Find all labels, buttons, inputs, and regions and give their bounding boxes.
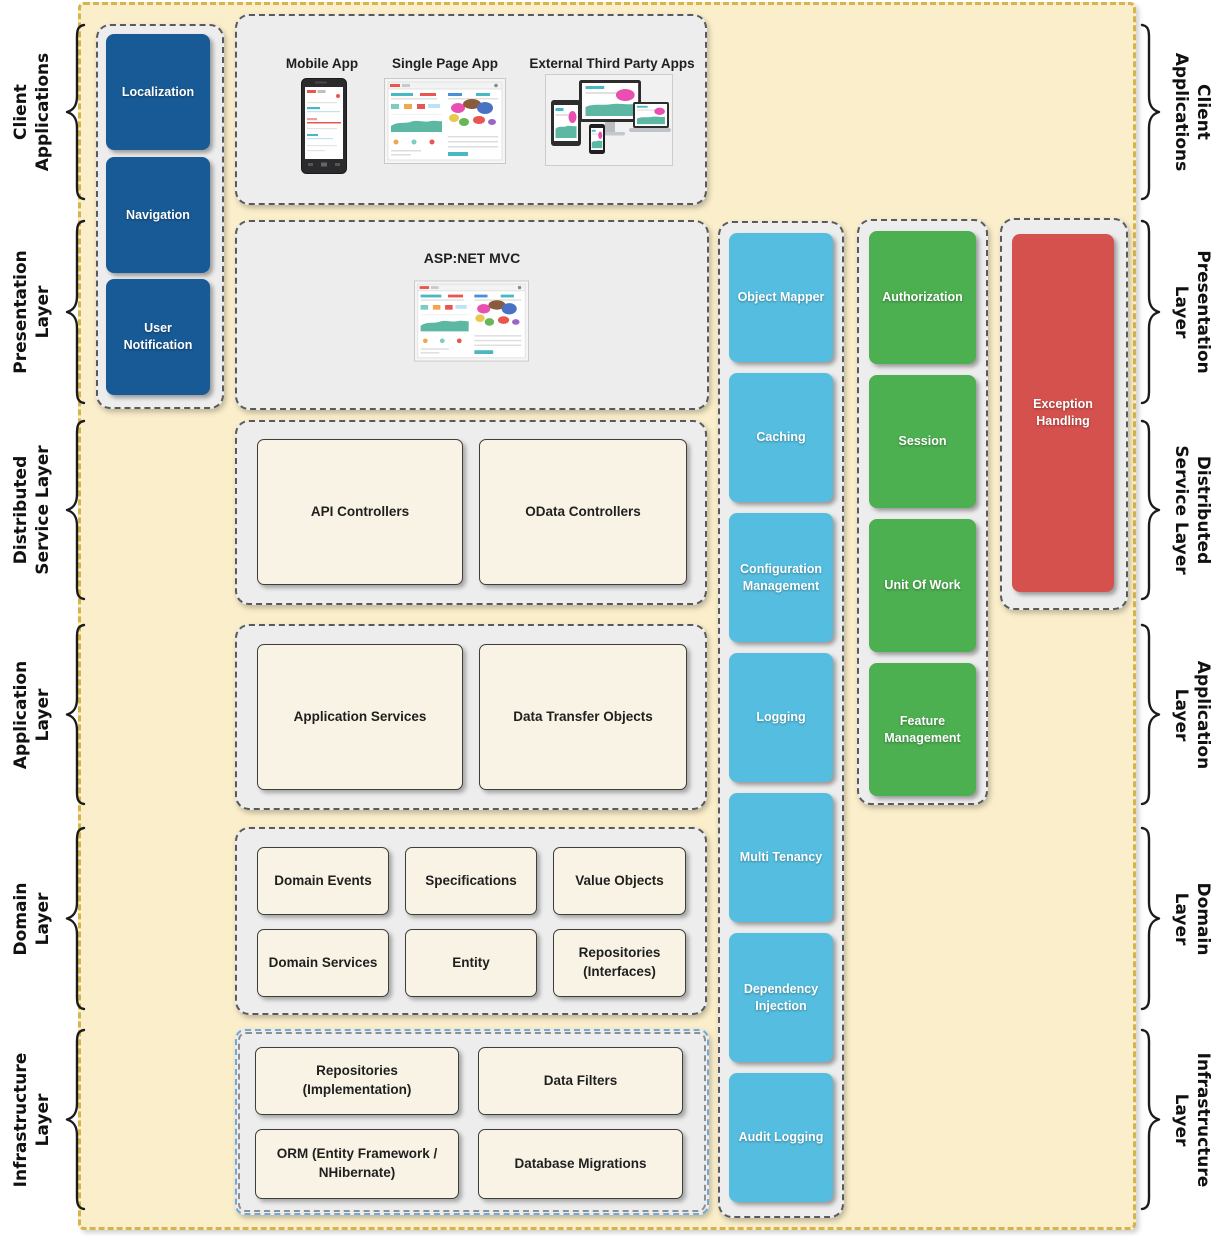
brace-left-application [62,622,88,807]
external-third-party-apps-label: External Third Party Apps [529,56,695,71]
panel-presentation-helpers: Localization Navigation User Notificatio… [96,24,224,409]
box-odata-controllers: OData Controllers [479,439,687,585]
box-dependency-injection: Dependency Injection [729,933,833,1062]
panel-client-applications: Mobile App Single Page App External Thir… [235,14,707,205]
panel-distributed-service: API Controllers OData Controllers [235,420,707,605]
box-authorization: Authorization [869,231,976,364]
box-data-filters: Data Filters [478,1047,683,1115]
panel-domain-layer: Domain Events Specifications Value Objec… [235,827,707,1015]
single-page-app-screenshot [384,78,506,164]
box-navigation: Navigation [106,157,210,273]
box-unit-of-work: Unit Of Work [869,519,976,652]
brace-right-presentation [1138,218,1164,406]
brace-right-infrastructure [1138,1027,1164,1212]
panel-exception-handling: Exception Handling [1000,218,1128,610]
brace-right-distributed-service [1138,418,1164,602]
brace-left-domain [62,825,88,1012]
aspnet-mvc-screenshot [414,280,529,362]
aspnet-mvc-title: ASP:NET MVC [423,250,521,266]
mobile-app-screenshot [301,78,347,174]
brace-right-domain [1138,825,1164,1012]
box-repositories-implementation: Repositories (Implementation) [255,1047,459,1115]
brace-left-infrastructure [62,1027,88,1212]
brace-left-distributed-service [62,418,88,602]
box-orm: ORM (Entity Framework / NHibernate) [255,1129,459,1199]
box-value-objects: Value Objects [553,847,686,915]
box-database-migrations: Database Migrations [478,1129,683,1199]
box-multi-tenancy: Multi Tenancy [729,793,833,922]
box-repositories-interfaces: Repositories (Interfaces) [553,929,686,997]
panel-presentation-mvc: ASP:NET MVC [235,220,709,410]
brace-left-client-applications [62,22,88,202]
box-localization: Localization [106,34,210,150]
box-logging: Logging [729,653,833,782]
external-apps-screenshot [545,74,673,166]
brace-right-application [1138,622,1164,807]
box-configuration-management: Configuration Management [729,513,833,642]
box-exception-handling: Exception Handling [1012,234,1114,592]
box-data-transfer-objects: Data Transfer Objects [479,644,687,790]
box-session: Session [869,375,976,508]
box-user-notification: User Notification [106,279,210,395]
box-domain-events: Domain Events [257,847,389,915]
box-application-services: Application Services [257,644,463,790]
panel-cross-cutting: Object Mapper Caching Configuration Mana… [718,221,844,1218]
box-domain-services: Domain Services [257,929,389,997]
brace-left-presentation [62,218,88,406]
box-caching: Caching [729,373,833,502]
box-object-mapper: Object Mapper [729,233,833,362]
brace-right-client-applications [1138,22,1164,202]
single-page-app-label: Single Page App [391,56,499,71]
box-audit-logging: Audit Logging [729,1073,833,1202]
box-entity: Entity [405,929,537,997]
panel-infrastructure-layer: Repositories (Implementation) Data Filte… [235,1029,709,1215]
box-specifications: Specifications [405,847,537,915]
panel-framework-aspects: Authorization Session Unit Of Work Featu… [857,219,988,805]
box-api-controllers: API Controllers [257,439,463,585]
mobile-app-label: Mobile App [285,56,359,71]
panel-application-layer: Application Services Data Transfer Objec… [235,624,707,810]
box-feature-management: Feature Management [869,663,976,796]
